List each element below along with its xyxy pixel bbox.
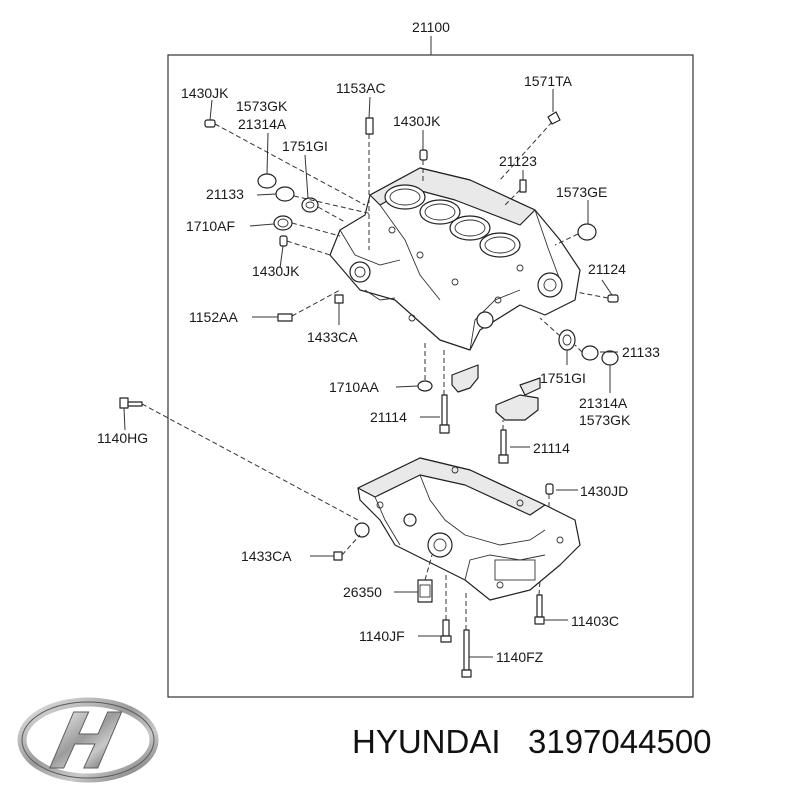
label-1430jk-mid: 1430JK — [393, 113, 441, 129]
label-1430jd: 1430JD — [580, 483, 628, 499]
label-1710aa: 1710AA — [329, 379, 379, 395]
leader-lines — [123, 89, 618, 658]
assembly-dashed-lines — [141, 121, 609, 630]
label-1140hg: 1140HG — [97, 430, 148, 446]
label-1433ca-top: 1433CA — [307, 329, 358, 345]
label-21114-left: 21114 — [370, 409, 407, 425]
label-1751gi-top: 1751GI — [282, 138, 328, 154]
label-1573ge: 1573GE — [556, 184, 607, 200]
label-21314a-top: 21314A — [238, 116, 287, 132]
label-21314a-bottom: 21314A — [579, 395, 628, 411]
part-labels: 1430JK 1573GK 21314A 1153AC 1571TA 1430J… — [97, 73, 660, 665]
label-11403c: 11403C — [571, 613, 619, 629]
label-1140jf: 1140JF — [359, 628, 405, 644]
label-1573gk-bottom: 1573GK — [579, 412, 631, 428]
oil-pan — [354, 457, 581, 601]
label-1710af: 1710AF — [186, 218, 235, 234]
label-1571ta: 1571TA — [524, 73, 573, 89]
label-1751gi-bottom: 1751GI — [540, 370, 586, 386]
part-number: 3197044500 — [528, 723, 712, 760]
brand-name: HYUNDAI — [352, 723, 501, 760]
hyundai-logo — [17, 697, 159, 783]
assembly-number-label: 21100 — [412, 19, 450, 35]
label-1153ac: 1153AC — [336, 80, 386, 96]
label-21114-right: 21114 — [533, 440, 570, 456]
label-21124: 21124 — [588, 261, 626, 277]
label-21123: 21123 — [499, 153, 537, 169]
label-1140fz: 1140FZ — [496, 649, 544, 665]
label-1433ca-bottom: 1433CA — [241, 548, 292, 564]
label-21133-left: 21133 — [206, 186, 244, 202]
label-1573gk-top: 1573GK — [236, 98, 288, 114]
label-1430jk-top: 1430JK — [181, 85, 229, 101]
label-1152aa: 1152AA — [189, 309, 238, 325]
label-26350: 26350 — [343, 584, 382, 600]
label-1430jk-low: 1430JK — [252, 263, 300, 279]
cylinder-block — [329, 167, 581, 351]
label-21133-right: 21133 — [622, 344, 660, 360]
